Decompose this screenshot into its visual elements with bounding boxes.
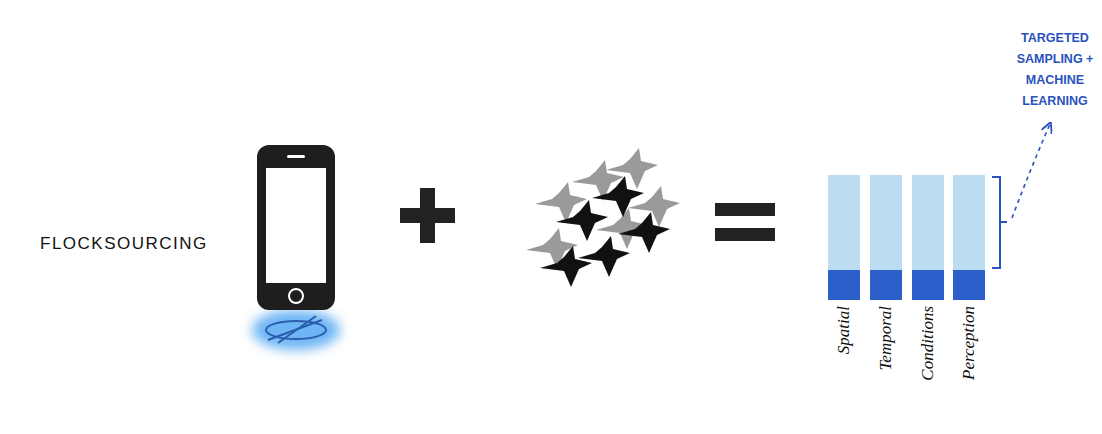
bracket: [992, 177, 1007, 268]
bar-label: Temporal: [876, 306, 896, 426]
gps-strike: [278, 316, 316, 343]
bar-label: Perception: [959, 306, 979, 426]
bar-group: [828, 175, 985, 300]
bar: [912, 175, 944, 300]
bar-base: [870, 270, 902, 300]
bar-base: [953, 270, 985, 300]
callout-note: TARGETED SAMPLING + MACHINE LEARNING: [1014, 28, 1096, 112]
bar-base: [912, 270, 944, 300]
bar-label: Conditions: [918, 306, 938, 426]
bar: [953, 175, 985, 300]
phone-screen: [266, 168, 326, 283]
bar: [828, 175, 860, 300]
diagram-title: FLOCKSOURCING: [40, 234, 208, 254]
phone-body: [257, 145, 335, 310]
plus-sign: [400, 188, 455, 243]
glow: [252, 310, 340, 350]
leader-arrow: [1012, 124, 1050, 218]
bar-base: [828, 270, 860, 300]
phone-button: [289, 289, 303, 303]
bar: [870, 175, 902, 300]
bar-label: Spatial: [834, 306, 854, 426]
equals-sign: [715, 203, 775, 241]
phone-icon: [252, 145, 340, 350]
bird-flock: [526, 148, 680, 287]
phone-speaker: [287, 155, 305, 158]
